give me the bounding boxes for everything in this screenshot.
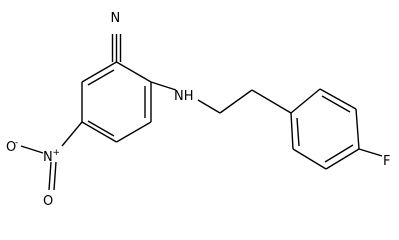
bond-ring-nh bbox=[150, 81, 177, 91]
benzene-ring-right bbox=[290, 88, 360, 170]
structure-canvas: N NH N + O - O F bbox=[6, 11, 390, 209]
benzene-ring-left bbox=[81, 61, 152, 143]
nitro-oxygen-charge: - bbox=[15, 138, 18, 148]
nitro-group-bonds bbox=[20, 121, 83, 191]
nitrile-nitrogen-label: N bbox=[111, 11, 121, 26]
amine-nh-label: NH bbox=[174, 89, 194, 104]
bond-c-f bbox=[358, 148, 383, 157]
fluorine-label: F bbox=[383, 154, 390, 169]
nitro-oxygen-bottom-label: O bbox=[43, 194, 53, 209]
nitrile-triple-bond bbox=[111, 34, 122, 62]
nitro-oxygen-left-label: O bbox=[6, 140, 16, 155]
molecule-diagram: N NH N + O - O F bbox=[6, 11, 390, 209]
nitro-nitrogen-charge: + bbox=[53, 148, 61, 158]
nitro-nitrogen-label: N bbox=[43, 150, 53, 165]
ethyl-chain bbox=[197, 89, 292, 114]
